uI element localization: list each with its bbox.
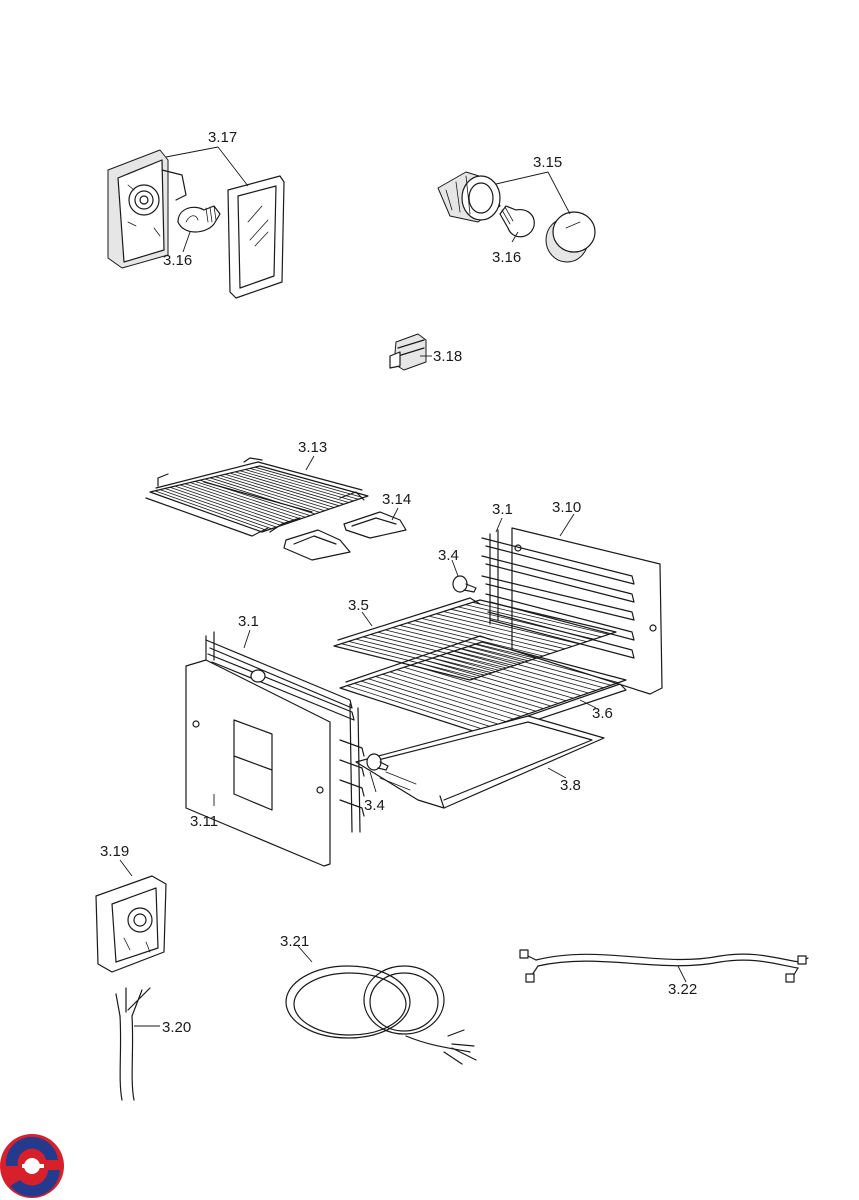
label-3-5: 3.5 [348,597,369,614]
shelf-wire [474,643,619,683]
shelf-wire [446,653,589,694]
shelf-wire [450,608,588,642]
shelf-wire [399,624,537,659]
wire-shelf-3-13 [145,457,369,537]
right-side-panel-3-10 [481,527,663,695]
shelf-wire [464,604,602,638]
shelf-wire [224,473,335,508]
shelf-wire [443,611,580,645]
brand-logo [0,1134,64,1198]
shelf-wire [199,479,311,517]
shelf-wire [244,469,354,502]
shelf-wire [457,606,595,640]
left-side-panel-3-11 [185,631,365,867]
shelf-supports-3-14 [283,511,407,561]
shelf-wire [391,627,529,662]
label-3-17: 3.17 [208,129,237,146]
shelf-wire [249,467,359,500]
shelf-wire [184,483,297,521]
clip-3-18 [389,333,427,371]
shelf-wire [424,660,567,702]
shelf-wire [460,648,604,689]
shelf-wire [375,676,514,720]
shelf-wire [239,470,350,503]
shelf-wire [435,613,573,647]
shelf-wire [438,655,582,696]
shelf-wire [472,601,610,635]
shelf-wire [396,669,537,712]
screw-3-4-upper [452,575,477,593]
shelf-wire [360,680,499,725]
shelf-wire [179,484,292,523]
shelf-wire [346,685,484,730]
shelf-wire [204,478,316,515]
label-3-8: 3.8 [560,777,581,794]
label-3-1-left: 3.1 [238,613,259,630]
label-3-21: 3.21 [280,933,309,950]
label-3-16-right: 3.16 [492,249,521,266]
label-3-13: 3.13 [298,439,327,456]
lamp-holder-assembly-3-17 [107,149,285,299]
label-3-4-upper: 3.4 [438,547,459,564]
label-3-4-lower: 3.4 [364,797,385,814]
shelf-wire [421,618,558,652]
cable-3-20 [115,987,151,1101]
label-3-20: 3.20 [162,1019,191,1036]
shelf-wire [467,646,612,686]
shelf-wire [370,634,507,669]
label-3-18: 3.18 [433,348,462,365]
shelf-wire [367,678,507,722]
shelf-wire [229,472,340,507]
label-3-16-left: 3.16 [163,252,192,269]
shelf-wire [403,666,544,709]
shelf-wire [384,629,522,664]
shelf-wire [234,471,345,505]
label-3-10: 3.10 [552,499,581,516]
shelf-wire [169,486,282,526]
shelf-wire [417,662,559,704]
shelf-wire [154,490,268,531]
shelf-wire [382,673,522,717]
label-3-19: 3.19 [100,843,129,860]
lamp-housing-3-19 [95,875,167,973]
label-3-1-right: 3.1 [492,501,513,518]
label-3-14: 3.14 [382,491,411,508]
tray-3-8 [355,715,605,809]
shelf-wire [389,671,529,715]
shelf-wire [214,476,326,512]
shelf-wire [362,636,500,671]
label-3-6: 3.6 [592,705,613,722]
label-3-15: 3.15 [533,154,562,171]
oven-shelf-3-6 [339,635,627,741]
coiled-harness-3-21 [285,965,477,1065]
shelf-wire [254,466,364,499]
shelf-wire [209,477,321,513]
shelf-wire [194,480,306,518]
shelf-wire [353,683,492,728]
label-3-22: 3.22 [668,981,697,998]
shelf-wire [410,664,552,707]
shelf-wire [377,631,515,666]
screw-3-4-lower [366,753,389,771]
shelf-wire [428,615,566,650]
shelf-wire [453,650,597,691]
label-3-11: 3.11 [190,813,218,830]
shelf-wire [406,622,544,657]
shelf-wire [174,485,287,525]
shelf-wire [164,488,277,528]
shelf-wire [189,482,301,520]
shelf-wire [431,657,574,699]
shelf-wire [159,489,273,530]
lamp-socket-assembly-3-15 [437,171,596,263]
shelf-wire [355,638,493,674]
shelf-wire [219,475,330,510]
wire-harness-3-22 [519,949,809,983]
